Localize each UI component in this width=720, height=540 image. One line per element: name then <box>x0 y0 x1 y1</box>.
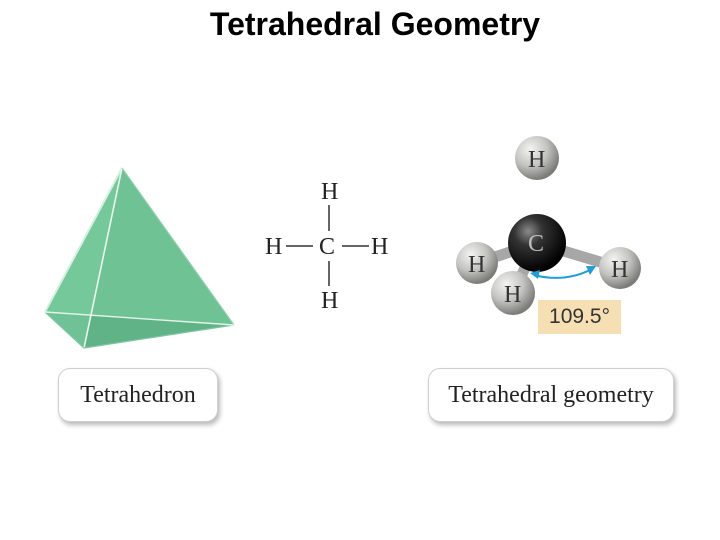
model-h-front-label: H <box>504 282 521 308</box>
page-title: Tetrahedral Geometry <box>209 6 541 42</box>
tetrahedron-figure <box>44 167 235 349</box>
model-carbon-label: C <box>528 231 544 257</box>
lewis-left-h: H <box>265 234 282 260</box>
tetrahedron-label: Tetrahedron <box>58 368 218 422</box>
lewis-center-c: C <box>319 234 335 260</box>
lewis-right-h: H <box>371 234 388 260</box>
tetrahedral-geometry-label: Tetrahedral geometry <box>428 368 674 422</box>
lewis-structure: H H C H H <box>265 179 388 314</box>
lewis-bottom-h: H <box>321 288 338 314</box>
model-h-top-label: H <box>528 147 545 173</box>
bond-angle-label: 109.5° <box>538 300 621 334</box>
ball-and-stick-model: C H H H H <box>456 136 641 315</box>
model-h-right-label: H <box>611 257 628 283</box>
model-h-left-label: H <box>468 252 485 278</box>
lewis-top-h: H <box>321 179 338 205</box>
